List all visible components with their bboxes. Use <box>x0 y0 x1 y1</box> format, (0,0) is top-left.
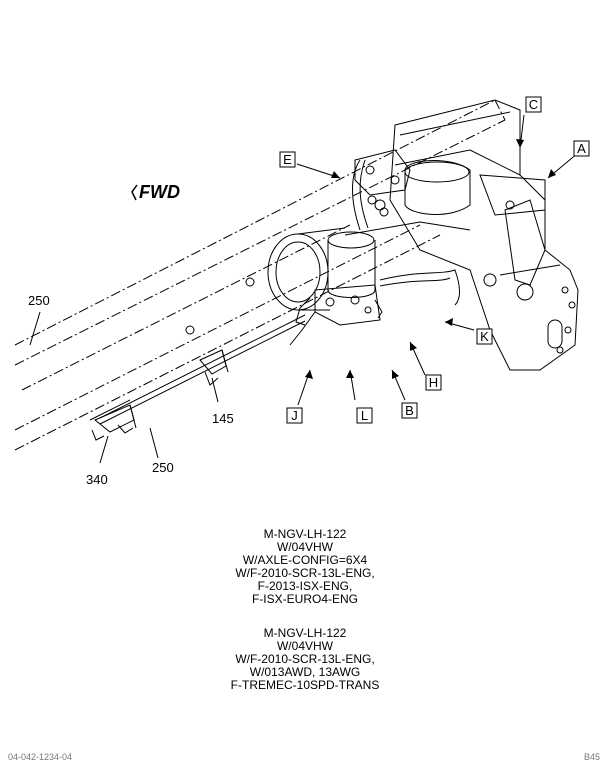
air-spring <box>404 160 471 215</box>
callout-H: H <box>425 374 442 391</box>
notes-block-2: M-NGV-LH-122 W/04VHW W/F-2010-SCR-13L-EN… <box>0 627 610 692</box>
callout-B-label: B <box>405 403 414 418</box>
frame-bolts <box>185 195 389 335</box>
clip-145 <box>199 349 229 386</box>
note-line: F-TREMEC-10SPD-TRANS <box>230 678 380 692</box>
cables <box>89 314 306 425</box>
fwd-indicator: FWD <box>131 182 180 202</box>
note-line: W/F-2010-SCR-13L-ENG, <box>235 566 375 580</box>
note-line: M-NGV-LH-122 <box>263 626 347 640</box>
note-line: W/013AWD, 13AWG <box>249 665 361 679</box>
callout-A-label: A <box>577 141 586 156</box>
clip-340 <box>91 404 137 441</box>
notes-block-1: M-NGV-LH-122 W/04VHW W/AXLE-CONFIG=6X4 W… <box>0 528 610 606</box>
leveling-valve <box>352 149 411 231</box>
callout-L: L <box>356 407 373 424</box>
callout-C: C <box>525 96 542 113</box>
note-line: F-2013-ISX-ENG, <box>257 579 353 593</box>
callout-145: 145 <box>212 411 234 426</box>
fwd-label: FWD <box>139 182 180 202</box>
note-line: W/F-2010-SCR-13L-ENG, <box>235 652 375 666</box>
callout-250-upper: 250 <box>28 293 50 308</box>
note-line: W/AXLE-CONFIG=6X4 <box>242 553 368 567</box>
arrow-heads <box>305 139 556 379</box>
letter-arrows <box>296 114 579 406</box>
frame-rail <box>14 99 506 451</box>
callout-B: B <box>401 402 418 419</box>
callout-340: 340 <box>86 472 108 487</box>
note-line: W/04VHW <box>276 540 333 554</box>
callout-J: K <box>476 328 493 345</box>
number-leaders <box>29 311 219 464</box>
callout-H-label: H <box>429 375 438 390</box>
callout-C-label: C <box>529 97 538 112</box>
rear-bracket <box>389 99 579 371</box>
callout-K: J <box>286 407 303 424</box>
callout-K-label: J <box>291 408 298 423</box>
air-lines <box>344 221 471 306</box>
callout-E: E <box>279 151 296 168</box>
callout-250-lower: 250 <box>152 460 174 475</box>
callout-A: A <box>573 140 590 157</box>
note-line: W/04VHW <box>276 639 333 653</box>
note-line: M-NGV-LH-122 <box>263 527 347 541</box>
callout-E-label: E <box>283 152 292 167</box>
callout-J-label: K <box>480 329 489 344</box>
note-line: F-ISX-EURO4-ENG <box>251 592 358 606</box>
footer-page-ref: B45 <box>583 752 600 762</box>
callout-L-label: L <box>361 408 368 423</box>
air-dryer <box>267 227 383 346</box>
footer-doc-number: 04-042-1234-04 <box>8 752 73 762</box>
